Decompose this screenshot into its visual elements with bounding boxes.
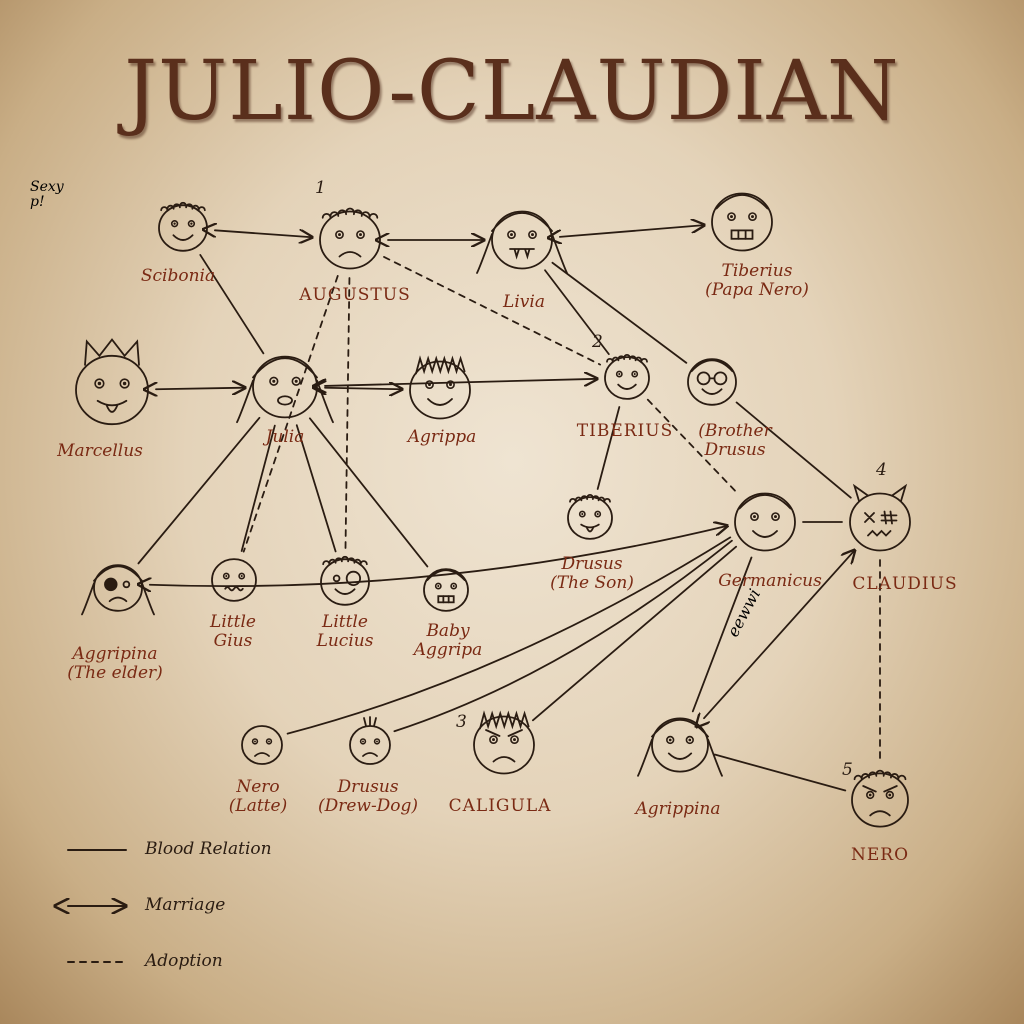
relation-blood-tiberius-drusus-son — [596, 406, 621, 490]
face-baby-aggripa[interactable] — [423, 568, 469, 612]
face-caligula[interactable] — [473, 710, 535, 775]
face-tiberius[interactable] — [604, 354, 650, 400]
face-agrippa[interactable] — [409, 355, 471, 420]
person-label-drusus-brother: (Brother Drusus — [698, 421, 772, 460]
emperor-number-tiberius: 2 — [592, 332, 603, 352]
emperor-number-caligula: 3 — [456, 712, 467, 732]
person-label-drusus-son: Drusus (The Son) — [550, 554, 634, 593]
face-marcellus[interactable] — [75, 338, 149, 426]
face-tiberius-nero[interactable] — [711, 192, 773, 252]
face-livia[interactable] — [476, 210, 568, 274]
relation-adoption-augustus-little-lucius — [344, 277, 351, 551]
person-faces — [75, 192, 911, 828]
face-scribonia[interactable] — [158, 201, 208, 252]
person-label-germanicus: Germanicus — [718, 571, 822, 591]
person-label-aggripina-elder: Aggripina (The elder) — [67, 644, 163, 683]
legend-label-blood: Blood Relation — [145, 839, 272, 859]
relation-adoption-augustus-little-gius — [242, 275, 339, 553]
face-little-lucius[interactable] — [320, 555, 370, 606]
relation-adoption-tiberius-germanicus — [646, 398, 740, 496]
relation-blood-livia-tiberius — [544, 269, 610, 356]
person-label-julia: Julia — [265, 427, 305, 447]
face-aggripina-elder[interactable] — [81, 564, 155, 616]
relation-marriage-marcellus-julia — [156, 388, 245, 390]
relation-blood-drusus-brother-claudius — [735, 401, 852, 499]
relation-lines — [137, 225, 881, 792]
legend-marks — [68, 849, 126, 963]
emperor-number-nero: 5 — [842, 760, 853, 780]
person-label-marcellus: Marcellus — [57, 441, 143, 461]
person-label-augustus: AUGUSTUS — [299, 285, 411, 305]
relation-blood-germanicus-nero-latte — [286, 536, 732, 735]
person-label-baby-aggripa: Baby Aggripa — [413, 621, 483, 660]
relation-blood-scribonia-julia — [199, 254, 265, 355]
emperor-number-augustus: 1 — [315, 178, 326, 198]
relation-marriage-julia-tiberius — [325, 379, 597, 386]
relation-blood-germanicus-drusus-drew-dog — [393, 539, 733, 733]
face-germanicus[interactable] — [734, 492, 796, 552]
person-label-agrippina: Agrippina — [635, 799, 721, 819]
person-label-nero: NERO — [850, 845, 910, 865]
person-label-little-lucius: Little Lucius — [316, 612, 374, 651]
face-little-gius[interactable] — [211, 558, 257, 602]
face-drusus-son[interactable] — [567, 494, 613, 540]
relation-marriage-scribonia-augustus — [215, 230, 312, 237]
person-label-tiberius-nero: Tiberius (Papa Nero) — [705, 261, 809, 300]
relation-blood-julia-aggripina-elder — [137, 416, 261, 565]
legend-label-adoption: Adoption — [145, 951, 223, 971]
face-agrippina[interactable] — [637, 717, 723, 777]
person-label-nero-latte: Nero (Latte) — [228, 777, 288, 816]
side-note: Sexy p! — [30, 179, 64, 210]
person-label-little-gius: Little Gius — [210, 612, 256, 651]
diagram-title: JULIO-CLAUDIAN — [124, 44, 900, 139]
relation-blood-livia-drusus-brother — [551, 261, 688, 364]
face-drusus-brother[interactable] — [687, 358, 737, 406]
person-label-caligula: CALIGULA — [448, 796, 552, 816]
person-label-drusus-drew-dog: Drusus (Drew-Dog) — [317, 777, 419, 816]
face-nero-latte[interactable] — [241, 725, 283, 765]
relation-marriage-agrippina-claudius — [704, 550, 855, 718]
person-label-scribonia: Scibonia — [140, 266, 216, 286]
emperor-number-claudius: 4 — [876, 460, 887, 480]
face-julia[interactable] — [236, 355, 334, 424]
face-nero[interactable] — [851, 769, 909, 828]
person-label-claudius: CLAUDIUS — [852, 574, 958, 594]
face-claudius[interactable] — [849, 483, 911, 552]
relation-marriage-julia-agrippa — [325, 388, 402, 389]
relation-marriage-aggripina-elder-germanicus — [150, 526, 727, 586]
person-label-agrippa: Agrippa — [407, 427, 477, 447]
relation-adoption-augustus-tiberius — [383, 256, 602, 366]
relation-marriage-livia-tiberius-nero — [560, 225, 704, 237]
legend-label-marriage: Marriage — [145, 895, 226, 915]
relation-blood-agrippina-nero — [713, 753, 847, 792]
face-drusus-drew-dog[interactable] — [349, 716, 391, 765]
person-label-tiberius: TIBERIUS — [576, 421, 674, 441]
face-augustus[interactable] — [319, 207, 381, 270]
person-label-livia: Livia — [503, 292, 545, 312]
